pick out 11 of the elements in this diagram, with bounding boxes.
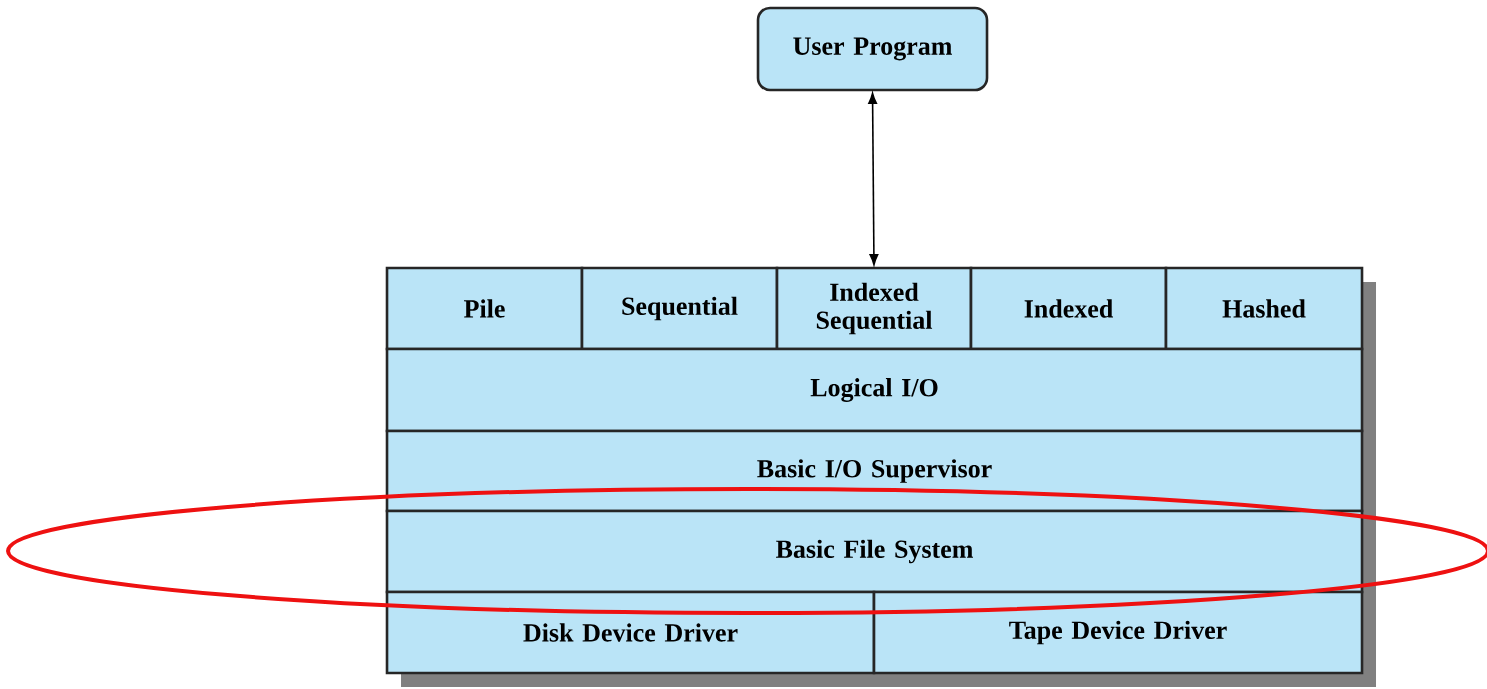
- layer-cell: Sequential: [580, 266, 779, 351]
- layer-cell: Basic File System: [385, 509, 1364, 594]
- layer-cell: Hashed: [1164, 266, 1364, 351]
- layer-cell: Indexed: [969, 266, 1168, 351]
- layer-cell: Indexed Sequential: [775, 266, 973, 351]
- layer-cell: Tape Device Driver: [872, 590, 1364, 675]
- layer-cell: Disk Device Driver: [385, 590, 876, 675]
- layer-cell: Basic I/O Supervisor: [385, 429, 1364, 513]
- arrow: [868, 92, 879, 266]
- rounded-box: User Program: [756, 6, 989, 92]
- layer-cell: Pile: [385, 266, 584, 351]
